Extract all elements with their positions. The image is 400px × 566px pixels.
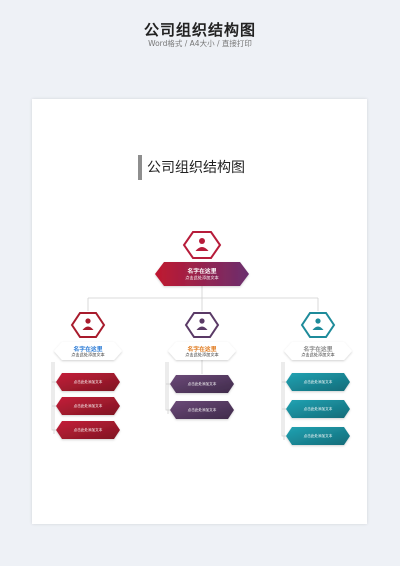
branch-3-subtext: 点击此处添加文本 xyxy=(301,352,335,357)
branch-3-item-2[interactable] xyxy=(286,400,350,418)
branch-2-card[interactable] xyxy=(168,342,236,360)
branch-3-card[interactable] xyxy=(284,342,352,360)
page-header-subtitle: Word格式 / A4大小 / 直接打印 xyxy=(148,39,252,48)
branch-2-item-2-label: 点击此处添加文本 xyxy=(187,408,217,412)
branch-3-item-1-label: 点击此处添加文本 xyxy=(303,380,333,384)
document-title: 公司组织结构图 xyxy=(147,160,245,176)
branch-2-name: 名字在这里 xyxy=(187,347,217,353)
branch-1-avatar-icon xyxy=(70,312,106,338)
branch-2-item-1-label: 点击此处添加文本 xyxy=(187,382,217,386)
connector-lines xyxy=(51,285,319,440)
root-subtext: 点击此处添加文本 xyxy=(185,275,219,280)
branch-1-name: 名字在这里 xyxy=(73,347,103,353)
root-avatar-icon xyxy=(182,231,222,259)
branch-1-subtext: 点击此处添加文本 xyxy=(71,352,105,357)
root-node-banner[interactable] xyxy=(155,262,249,286)
branch-1-item-2-label: 点击此处添加文本 xyxy=(73,404,103,408)
org-chart-canvas xyxy=(51,231,352,445)
branch-3-name: 名字在这里 xyxy=(303,347,333,353)
branch-1-item-3[interactable] xyxy=(56,421,120,439)
branch-1-item-1-label: 点击此处添加文本 xyxy=(73,380,103,384)
root-name: 名字在这里 xyxy=(187,269,217,275)
branch-2-item-1[interactable] xyxy=(170,375,234,393)
branch-2-item-2[interactable] xyxy=(170,401,234,419)
branch-3-item-1[interactable] xyxy=(286,373,350,391)
title-accent-bar xyxy=(138,155,142,180)
branch-1-item-1[interactable] xyxy=(56,373,120,391)
branch-3-avatar-icon xyxy=(300,312,336,338)
branch-1-item-3-label: 点击此处添加文本 xyxy=(73,428,103,432)
branch-2-subtext: 点击此处添加文本 xyxy=(185,352,219,357)
branch-3-item-2-label: 点击此处添加文本 xyxy=(303,407,333,411)
branch-3-item-3[interactable] xyxy=(286,427,350,445)
page-header-title: 公司组织结构图 xyxy=(143,21,256,39)
document-page: 公司组织结构图 xyxy=(32,99,367,524)
branch-3-item-3-label: 点击此处添加文本 xyxy=(303,434,333,438)
branch-1-item-2[interactable] xyxy=(56,397,120,415)
branch-1-card[interactable] xyxy=(54,342,122,360)
branch-2-avatar-icon xyxy=(184,312,220,338)
